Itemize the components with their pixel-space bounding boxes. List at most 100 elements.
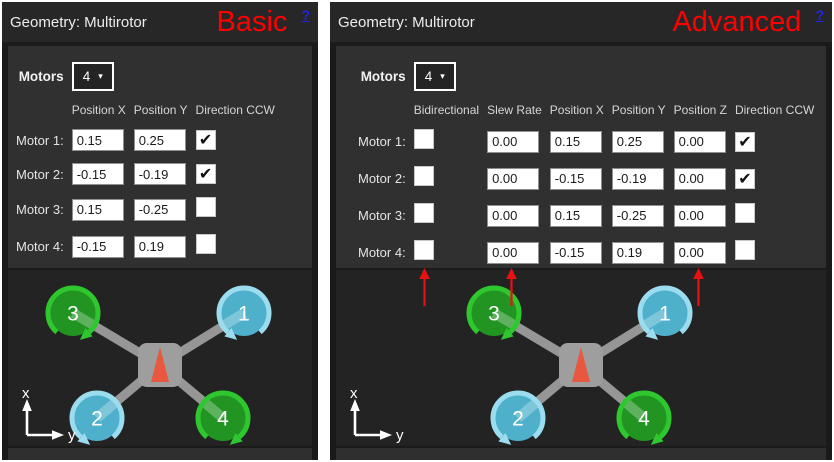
position_z-input[interactable] [673, 204, 726, 227]
slew_rate-input[interactable] [487, 241, 540, 264]
motor-number: 3 [488, 303, 500, 326]
position_x-input[interactable] [71, 163, 124, 185]
bidirectional-checkbox[interactable] [413, 203, 434, 223]
motor-4-cw: 4 [195, 390, 251, 445]
position_z-input[interactable] [673, 130, 726, 153]
highlight-arrow-position_z [692, 268, 705, 311]
panel-title: Geometry: Multirotor [10, 13, 147, 31]
position_x-input[interactable] [549, 204, 602, 227]
quadcopter-drawing: 3 1 2 4 [45, 285, 272, 445]
highlight-arrow-bidirectional [418, 268, 431, 311]
direction_ccw-checkbox[interactable]: ✔ [734, 168, 755, 189]
column-header-position_y: Position Y [611, 103, 666, 117]
position_x-input[interactable] [71, 129, 124, 151]
motor-count-dropdown[interactable]: 4 ▾ [413, 62, 456, 91]
bidirectional-checkbox[interactable] [413, 240, 434, 260]
bidirectional-checkbox[interactable] [413, 166, 434, 186]
position_y-input[interactable] [133, 129, 186, 151]
position_y-input[interactable] [611, 167, 664, 190]
chevron-down-icon: ▾ [98, 71, 103, 81]
heading-arrow-icon [572, 347, 590, 382]
motor-row: Motor 4: [16, 234, 275, 259]
motor-row-label: Motor 1: [358, 134, 406, 149]
motor-3-cw: 3 [45, 285, 101, 340]
geometry-panel-basic: Geometry: Multirotor Basic ? Motors 4 ▾ … [2, 2, 318, 460]
motor-count-value: 4 [82, 69, 91, 84]
up-arrow-icon [418, 268, 430, 306]
motor-1-ccw: 1 [637, 285, 693, 340]
slew_rate-input[interactable] [487, 130, 540, 153]
highlight-arrow-slew_rate [505, 268, 518, 311]
position_x-input[interactable] [549, 167, 602, 190]
motor-row: Motor 2: ✔ [16, 163, 275, 185]
position_y-input[interactable] [611, 130, 664, 153]
motor-row-label: Motor 2: [16, 166, 64, 182]
column-header-position_y: Position Y [133, 103, 188, 117]
axis-x-label: x [22, 385, 30, 402]
motor-number: 3 [67, 303, 79, 326]
mixer-diagram: 3 1 2 4 x y [8, 270, 312, 446]
bidirectional-checkbox[interactable] [413, 129, 434, 149]
position_x-input[interactable] [71, 235, 124, 258]
motor-number: 2 [91, 408, 103, 431]
motor-row-label: Motor 4: [358, 245, 406, 260]
motor-count-dropdown[interactable]: 4 ▾ [71, 62, 114, 91]
motor-4-cw: 4 [616, 390, 672, 445]
axis-indicator: x y [350, 385, 404, 444]
motors-count-row: Motors 4 ▾ [358, 62, 814, 91]
axis-y-arrow-icon [52, 430, 64, 440]
position_x-input[interactable] [549, 130, 602, 153]
position_y-input[interactable] [133, 163, 186, 185]
motor-row-label: Motor 1: [16, 132, 64, 148]
motor-number: 4 [217, 408, 229, 431]
motors-label: Motors [360, 69, 406, 84]
slew_rate-input[interactable] [487, 204, 540, 227]
direction_ccw-checkbox[interactable]: ✔ [734, 131, 755, 152]
frame-hub [138, 343, 182, 387]
position_y-input[interactable] [611, 204, 664, 227]
motor-row-label: Motor 3: [16, 202, 64, 217]
help-icon[interactable]: ? [301, 7, 310, 23]
panel-header: Geometry: Multirotor Basic ? [2, 2, 318, 42]
position_z-input[interactable] [673, 241, 726, 264]
position_z-input[interactable] [673, 167, 726, 190]
motor-1-ccw: 1 [216, 285, 272, 340]
motor-count-value: 4 [424, 69, 433, 84]
direction_ccw-checkbox[interactable] [734, 240, 755, 260]
direction_ccw-checkbox[interactable] [195, 197, 216, 217]
motor-row: Motor 3: [16, 197, 275, 222]
direction_ccw-checkbox[interactable]: ✔ [195, 164, 216, 184]
position_x-input[interactable] [549, 241, 602, 264]
position_y-input[interactable] [611, 241, 664, 264]
position_x-input[interactable] [71, 198, 124, 221]
axis-y-label: y [396, 427, 404, 444]
motor-number: 4 [638, 408, 650, 431]
motor-row-label: Motor 4: [16, 239, 64, 254]
help-icon[interactable]: ? [815, 7, 824, 23]
motor-number: 1 [238, 303, 250, 326]
motor-row-label: Motor 2: [358, 171, 406, 186]
position_y-input[interactable] [133, 198, 186, 221]
up-arrow-icon [506, 268, 517, 306]
mixer-diagram: 3 1 2 4 x y [336, 270, 826, 446]
direction_ccw-checkbox[interactable] [195, 234, 216, 254]
slew_rate-input[interactable] [487, 167, 540, 190]
axis-indicator: x y [22, 385, 76, 444]
motor-2-ccw: 2 [490, 390, 546, 445]
column-header-position_x: Position X [549, 103, 604, 117]
motors-label: Motors [18, 69, 64, 84]
axis-y-label: y [68, 427, 76, 444]
direction_ccw-checkbox[interactable] [734, 203, 755, 223]
position_y-input[interactable] [133, 235, 186, 258]
motor-row: Motor 2: ✔ [358, 166, 814, 191]
heading-arrow-icon [151, 347, 169, 382]
quadcopter-drawing: 3 1 2 4 [466, 285, 693, 445]
direction_ccw-checkbox[interactable]: ✔ [195, 130, 216, 150]
motor-row: Motor 3: [358, 203, 814, 228]
column-header-position_x: Position X [71, 103, 126, 117]
